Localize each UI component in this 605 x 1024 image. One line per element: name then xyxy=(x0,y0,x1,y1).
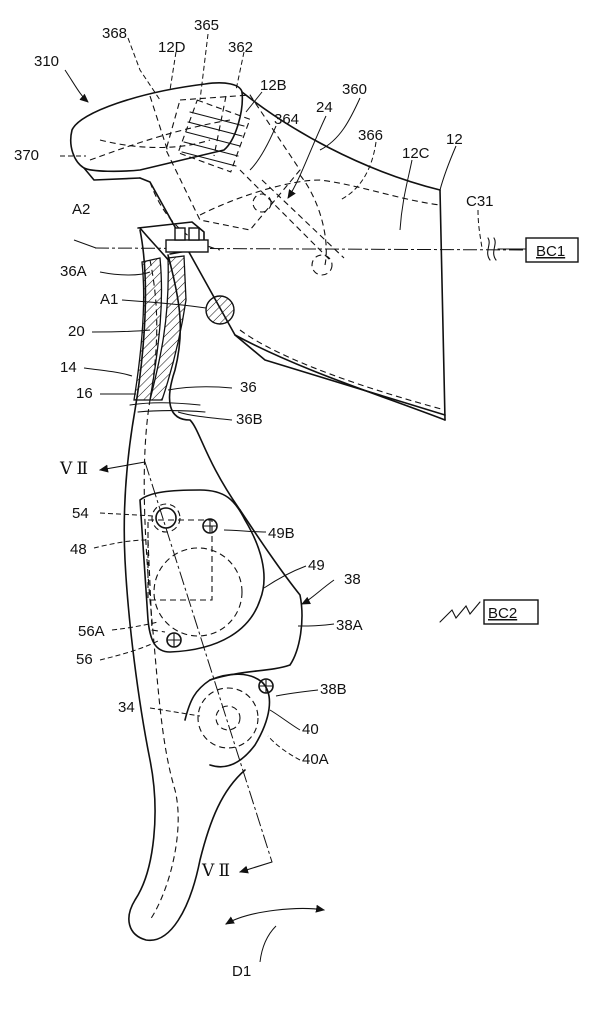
label-20: 20 xyxy=(68,323,85,340)
label-36: 36 xyxy=(240,379,257,396)
bc1-box-group xyxy=(497,237,579,263)
label-310: 310 xyxy=(34,53,59,70)
label-38A: 38A xyxy=(336,617,363,634)
label-364: 364 xyxy=(274,111,299,128)
bc2-box xyxy=(483,599,539,625)
label-vii-top: Ⅴ Ⅱ xyxy=(59,459,88,478)
label-12B: 12B xyxy=(260,77,287,94)
label-56A: 56A xyxy=(78,623,105,640)
label-54: 54 xyxy=(72,505,89,522)
leader-lines xyxy=(60,33,483,761)
label-A2: A2 xyxy=(72,201,90,218)
d1-movement-arrow xyxy=(225,904,325,963)
label-38B: 38B xyxy=(320,681,347,698)
label-36A: 36A xyxy=(60,263,87,280)
pin-assembly-a2 xyxy=(94,221,531,263)
label-49: 49 xyxy=(308,557,325,574)
label-A1: A1 xyxy=(100,291,118,308)
label-38: 38 xyxy=(344,571,361,588)
label-34: 34 xyxy=(118,699,135,716)
label-370: 370 xyxy=(14,147,39,164)
label-48: 48 xyxy=(70,541,87,558)
label-56: 56 xyxy=(76,651,93,668)
inner-mechanism xyxy=(165,94,345,276)
cable-break-c31 xyxy=(487,237,497,261)
label-BC2: BC2 xyxy=(488,605,517,622)
bc1-box xyxy=(525,237,579,263)
label-BC1: BC1 xyxy=(536,243,565,260)
reference-labels: 310 368 12D 365 362 12B 360 24 364 366 1… xyxy=(14,17,565,980)
label-14: 14 xyxy=(60,359,77,376)
label-49B: 49B xyxy=(268,525,295,542)
label-360: 360 xyxy=(342,81,367,98)
base-member xyxy=(139,91,446,421)
hatched-section xyxy=(129,255,235,413)
label-365: 365 xyxy=(194,17,219,34)
label-12: 12 xyxy=(446,131,463,148)
label-24: 24 xyxy=(316,99,333,116)
label-366: 366 xyxy=(358,127,383,144)
hood-cover xyxy=(69,82,244,181)
label-12D: 12D xyxy=(158,39,186,56)
label-D1: D1 xyxy=(232,963,251,980)
bc2-box-group xyxy=(483,599,539,625)
label-C31: C31 xyxy=(466,193,494,210)
label-368: 368 xyxy=(102,25,127,42)
label-40A: 40A xyxy=(302,751,329,768)
label-12C: 12C xyxy=(402,145,430,162)
section-line-vii xyxy=(99,461,273,874)
label-36B: 36B xyxy=(236,411,263,428)
label-vii-bottom: Ⅴ Ⅱ xyxy=(201,861,230,880)
label-40: 40 xyxy=(302,721,319,738)
bc2-break-symbol xyxy=(439,601,481,623)
pivot-assembly xyxy=(197,673,274,768)
label-362: 362 xyxy=(228,39,253,56)
label-16: 16 xyxy=(76,385,93,402)
housing-plate xyxy=(139,489,303,721)
